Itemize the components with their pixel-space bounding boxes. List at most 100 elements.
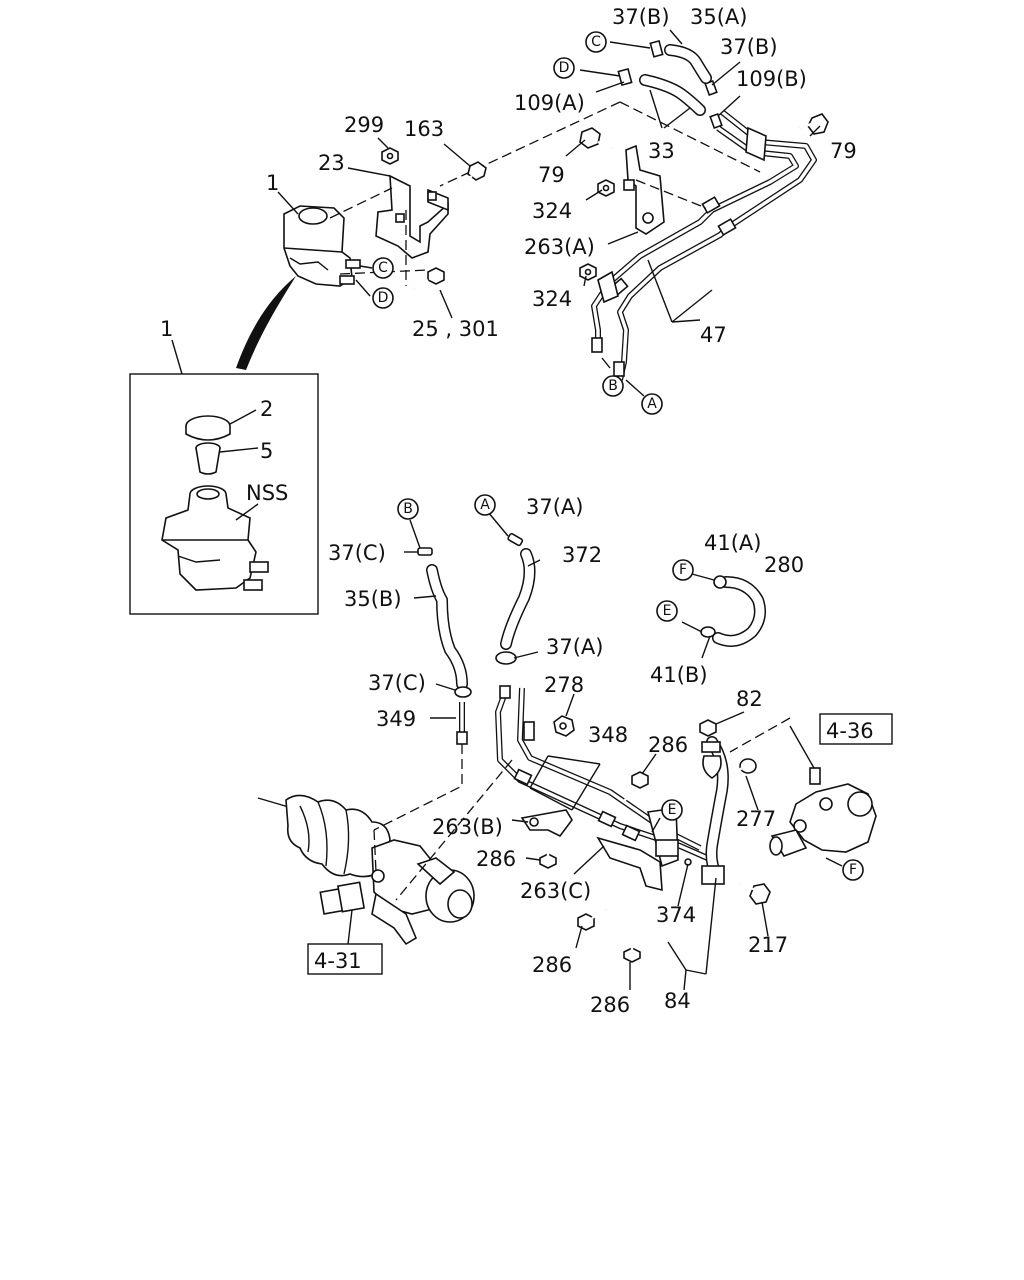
- callout-109b: 109(B): [736, 67, 807, 91]
- callout-286-d: 286: [590, 993, 630, 1017]
- connector-f-hose: F: [672, 559, 694, 581]
- callout-37c-a: 37(C): [328, 541, 386, 565]
- bolt-286-a: [622, 771, 649, 803]
- svg-text:D: D: [378, 290, 389, 306]
- callout-41a: 41(A): [704, 531, 761, 555]
- callout-1-top: 1: [266, 171, 279, 195]
- bracket-263b: [520, 809, 573, 838]
- svg-text:A: A: [647, 396, 657, 412]
- callout-263b: 263(B): [432, 815, 503, 839]
- callout-263c: 263(C): [520, 879, 591, 903]
- callout-37b-right: 37(B): [720, 35, 778, 59]
- svg-text:F: F: [849, 862, 857, 878]
- lower-leaders: [347, 511, 843, 991]
- callout-324-b: 324: [532, 287, 572, 311]
- callout-277: 277: [736, 807, 776, 831]
- bolt-286-b: [539, 840, 557, 869]
- bolt-286-d: [623, 934, 641, 963]
- callout-299: 299: [344, 113, 384, 137]
- callout-23: 23: [318, 151, 345, 175]
- bracket-23: [375, 174, 449, 259]
- connector-a-lower: A: [474, 494, 496, 516]
- bracket-263c: [596, 836, 663, 892]
- connector-c-top: C: [585, 31, 607, 53]
- svg-text:D: D: [559, 60, 570, 76]
- svg-text:4-31: 4-31: [314, 949, 362, 973]
- callout-374: 374: [656, 903, 696, 927]
- svg-text:C: C: [591, 34, 601, 50]
- svg-text:A: A: [480, 497, 490, 513]
- callout-280: 280: [764, 553, 804, 577]
- callout-217: 217: [748, 933, 788, 957]
- clamp-109a: [617, 67, 633, 87]
- callout-349: 349: [376, 707, 416, 731]
- callout-286-b: 286: [476, 847, 516, 871]
- bolt-277: [733, 758, 757, 775]
- clamp-37b-top: [649, 39, 664, 58]
- callout-372: 372: [562, 543, 602, 567]
- reservoir-assembly: [283, 147, 487, 290]
- callout-37c-b: 37(C): [368, 671, 426, 695]
- callout-nss: NSS: [246, 481, 288, 505]
- connector-b-pipe: B: [602, 375, 624, 397]
- steering-gear-box: [257, 744, 513, 946]
- callout-79-mid: 79: [538, 163, 565, 187]
- bolt-79-mid: [579, 127, 613, 150]
- callout-1-inset: 1: [160, 317, 173, 341]
- callout-84: 84: [664, 989, 691, 1013]
- ref-box-4-31[interactable]: 4-31: [307, 943, 383, 975]
- connector-e-hose: E: [656, 600, 678, 622]
- nut-82: [699, 719, 717, 737]
- callout-35b: 35(B): [344, 587, 402, 611]
- callout-25-301: 25 , 301: [412, 317, 499, 341]
- callout-37a-a: 37(A): [526, 495, 583, 519]
- callout-163: 163: [404, 117, 444, 141]
- connector-c-reservoir: C: [372, 257, 394, 279]
- clamp-109b: [709, 112, 723, 130]
- bolt-79-right: [799, 113, 829, 135]
- inset-frame: [129, 373, 319, 615]
- svg-text:B: B: [608, 378, 618, 394]
- bolt-217: [739, 882, 771, 905]
- callout-286-c: 286: [532, 953, 572, 977]
- callout-47: 47: [700, 323, 727, 347]
- callout-33: 33: [648, 139, 675, 163]
- svg-text:F: F: [679, 562, 687, 578]
- svg-text:4-36: 4-36: [826, 719, 874, 743]
- callout-37a-b: 37(A): [546, 635, 603, 659]
- callout-37b-top: 37(B): [612, 5, 670, 29]
- reservoir-leaders: [236, 137, 471, 370]
- connector-e-bracket: E: [661, 799, 683, 821]
- ref-box-4-36[interactable]: 4-36: [819, 713, 893, 745]
- callout-79-right: 79: [830, 139, 857, 163]
- power-steering-pump: [729, 717, 877, 857]
- svg-text:B: B: [403, 501, 413, 517]
- callout-35a: 35(A): [690, 5, 747, 29]
- connector-d-top: D: [553, 57, 575, 79]
- lower-hoses: [417, 532, 771, 963]
- connector-a-pipe: A: [641, 393, 663, 415]
- callout-5: 5: [260, 439, 273, 463]
- callout-278: 278: [544, 673, 584, 697]
- callout-324-a: 324: [532, 199, 572, 223]
- connector-b-lower: B: [397, 498, 419, 520]
- callout-109a: 109(A): [514, 91, 585, 115]
- svg-text:E: E: [668, 802, 677, 818]
- callout-286-a: 286: [648, 733, 688, 757]
- bolt-25-301: [413, 267, 445, 290]
- reservoir-cap: [298, 207, 328, 225]
- inset-pointer: [236, 276, 296, 370]
- connector-markers: C D C D B A B A F E E F: [372, 31, 864, 881]
- callout-263a: 263(A): [524, 235, 595, 259]
- reservoir-inset: [129, 339, 319, 615]
- callout-2: 2: [260, 397, 273, 421]
- callout-348: 348: [588, 723, 628, 747]
- callout-41b: 41(B): [650, 663, 708, 687]
- svg-text:C: C: [378, 260, 388, 276]
- callout-labels: 37(B) 35(A) 37(B) 109(B) 109(A) 33 79 79…: [160, 5, 857, 1017]
- bolt-163: [457, 161, 487, 186]
- svg-text:E: E: [663, 603, 672, 619]
- callout-82: 82: [736, 687, 763, 711]
- connector-f-pump: F: [842, 859, 864, 881]
